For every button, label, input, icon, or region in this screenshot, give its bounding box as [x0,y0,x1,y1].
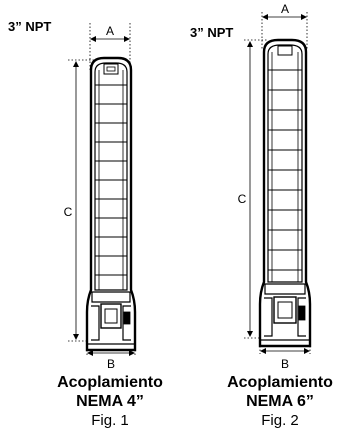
nema-size-fig1: NEMA 4” [76,393,144,410]
figure-1-drawing: 3” NPT A C [8,19,137,371]
dim-a-label-fig2: A [281,2,289,16]
dim-c-label-fig2: C [238,192,247,206]
figure-1-caption: Acoplamiento NEMA 4” Fig. 1 [40,373,180,430]
pump-body-fig1 [85,56,137,352]
pump-body-fig2 [258,38,312,348]
coupling-title-fig2: Acoplamiento [227,374,333,391]
dimension-b-fig1: B [86,350,136,371]
dimension-c-fig1: C [64,59,100,342]
figure-2-caption: Acoplamiento NEMA 6” Fig. 2 [210,373,350,430]
dim-b-label-fig2: B [281,357,289,371]
dimension-a-fig2: A [261,2,308,50]
fig-number-2: Fig. 2 [261,412,299,429]
dim-c-label-fig1: C [64,205,73,219]
npt-label-fig1: 3” NPT [8,19,51,34]
nema-size-fig2: NEMA 6” [246,393,314,410]
dimension-b-fig2: B [259,346,311,371]
dim-a-label-fig1: A [106,24,114,38]
figure-2-drawing: 3” NPT A C [190,2,312,371]
dim-b-label-fig1: B [107,357,115,371]
fig-number-1: Fig. 1 [91,412,129,429]
npt-label-fig2: 3” NPT [190,25,233,40]
coupling-title-fig1: Acoplamiento [57,374,163,391]
